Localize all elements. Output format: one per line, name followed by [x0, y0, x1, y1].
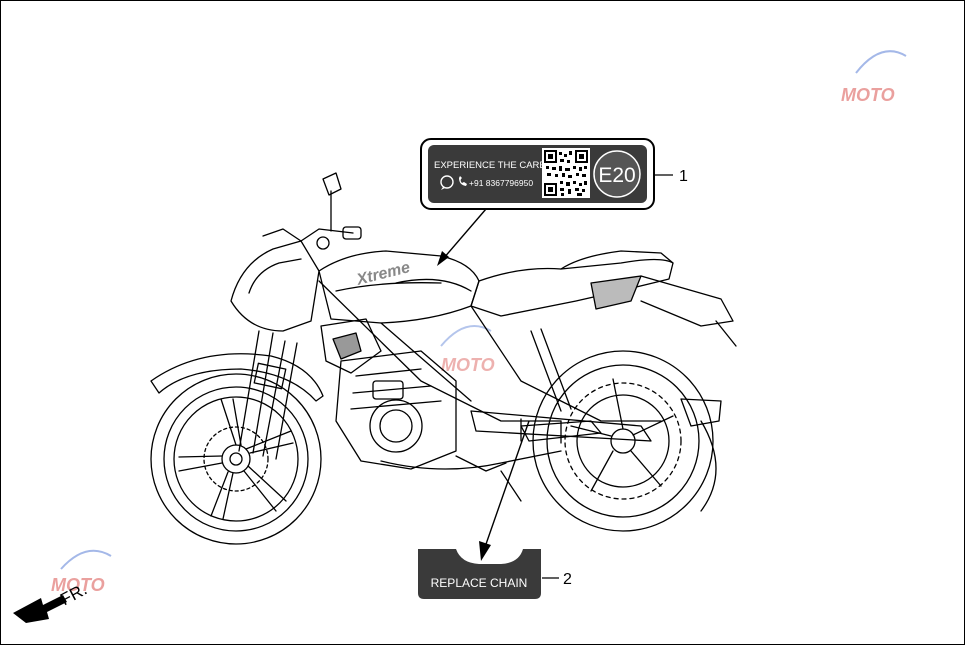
swingarm	[470, 410, 652, 444]
motorcycle-illustration: Xtreme	[150, 172, 737, 545]
e20-badge-text: E20	[598, 164, 635, 187]
chain-guard	[520, 420, 602, 442]
exhaust	[380, 450, 562, 470]
sticker-2: REPLACE CHAIN	[418, 549, 541, 599]
sticker-1-pointer-arrow	[437, 208, 487, 266]
sticker-1: EXPERIENCE THE CARE +91 8367796950 E20	[420, 138, 655, 210]
rear-hugger	[680, 398, 722, 427]
e20-badge	[593, 150, 641, 198]
callout-2-number: 2	[563, 571, 572, 588]
rear-shock	[530, 328, 572, 412]
sticker-1-phone: +91 8367796950	[469, 178, 533, 188]
handlebar	[300, 172, 362, 250]
front-forks	[238, 330, 298, 460]
watermark-top-right: MOTO	[841, 50, 907, 105]
watermark-center: MOTO	[440, 325, 495, 375]
sticker-2-pointer-arrow	[479, 420, 530, 561]
watermark-text: MOTO	[841, 85, 895, 105]
front-wheel	[150, 373, 322, 545]
phone-icon	[459, 176, 467, 186]
headlight-cowl	[230, 228, 320, 332]
callout-1-number: 1	[679, 168, 688, 185]
sticker-1-headline: EXPERIENCE THE CARE	[434, 160, 546, 171]
seat-tail	[470, 250, 737, 347]
sticker-2-text: REPLACE CHAIN	[431, 576, 528, 590]
watermark-text: MOTO	[441, 355, 495, 375]
engine	[335, 350, 457, 470]
rear-wheel	[532, 350, 714, 532]
watermark-text: MOTO	[51, 575, 105, 595]
front-fender	[150, 353, 324, 402]
qr-code	[542, 148, 590, 198]
whatsapp-icon	[440, 175, 454, 190]
fuel-tank: Xtreme	[318, 250, 480, 324]
watermark-bottom-left: MOTO	[51, 549, 112, 595]
